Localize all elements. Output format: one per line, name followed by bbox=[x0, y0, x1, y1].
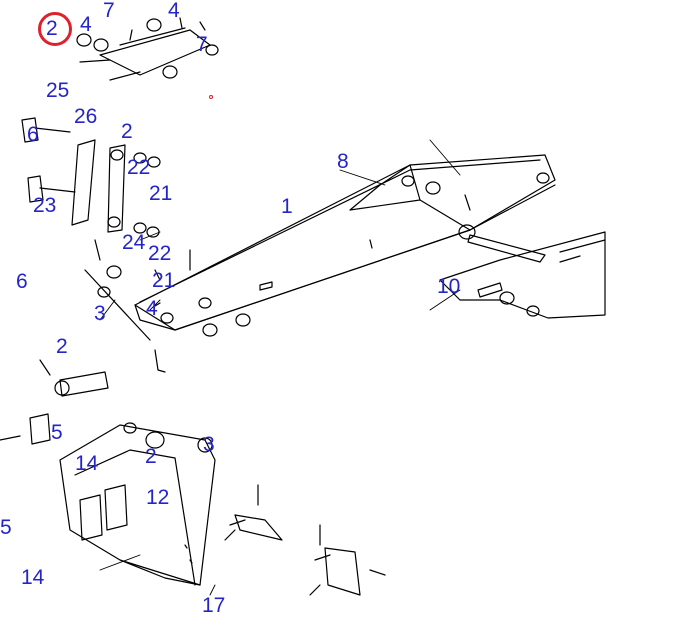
callout-4[interactable]: 4 bbox=[80, 13, 92, 36]
callout-2-highlighted[interactable]: 2 bbox=[46, 17, 58, 40]
callout-1[interactable]: 1 bbox=[281, 195, 293, 218]
callout-22[interactable]: 22 bbox=[127, 156, 151, 179]
leader-lines bbox=[99, 139, 461, 596]
callout-23[interactable]: 23 bbox=[33, 194, 57, 217]
boom-arm bbox=[134, 154, 556, 331]
callout-5[interactable]: 5 bbox=[0, 516, 12, 539]
callout-10[interactable]: 10 bbox=[437, 275, 461, 298]
bucket bbox=[59, 422, 216, 586]
callout-12[interactable]: 12 bbox=[146, 486, 170, 509]
callout-7[interactable]: 7 bbox=[103, 0, 115, 22]
callout-5[interactable]: 5 bbox=[51, 421, 63, 444]
callout-2[interactable]: 2 bbox=[145, 445, 157, 468]
side-link-parts bbox=[21, 117, 251, 341]
callout-7[interactable]: 7 bbox=[196, 33, 208, 56]
callout-3[interactable]: 3 bbox=[94, 302, 106, 325]
teeth-parts bbox=[224, 484, 386, 596]
callout-6[interactable]: 6 bbox=[16, 270, 28, 293]
callout-22[interactable]: 22 bbox=[148, 242, 172, 265]
right-linkage bbox=[439, 194, 606, 319]
highlight-circle bbox=[38, 12, 72, 46]
callout-8[interactable]: 8 bbox=[337, 150, 349, 173]
callout-21[interactable]: 21 bbox=[149, 182, 173, 205]
callout-25[interactable]: 25 bbox=[46, 79, 70, 102]
callout-6[interactable]: 6 bbox=[27, 123, 39, 146]
callout-14[interactable]: 14 bbox=[75, 452, 99, 475]
callout-26[interactable]: 26 bbox=[74, 105, 98, 128]
callout-2[interactable]: 2 bbox=[121, 120, 133, 143]
callout-4[interactable]: 4 bbox=[146, 297, 158, 320]
marker-dot bbox=[209, 95, 213, 99]
pin-parts bbox=[0, 349, 166, 445]
callout-24[interactable]: 24 bbox=[122, 231, 146, 254]
top-link-parts bbox=[76, 17, 219, 81]
callout-2[interactable]: 2 bbox=[56, 335, 68, 358]
callout-17[interactable]: 17 bbox=[202, 594, 226, 617]
callout-14[interactable]: 14 bbox=[21, 566, 45, 589]
callout-3[interactable]: 3 bbox=[203, 433, 215, 456]
callout-21[interactable]: 21 bbox=[152, 269, 176, 292]
callout-4[interactable]: 4 bbox=[168, 0, 180, 22]
